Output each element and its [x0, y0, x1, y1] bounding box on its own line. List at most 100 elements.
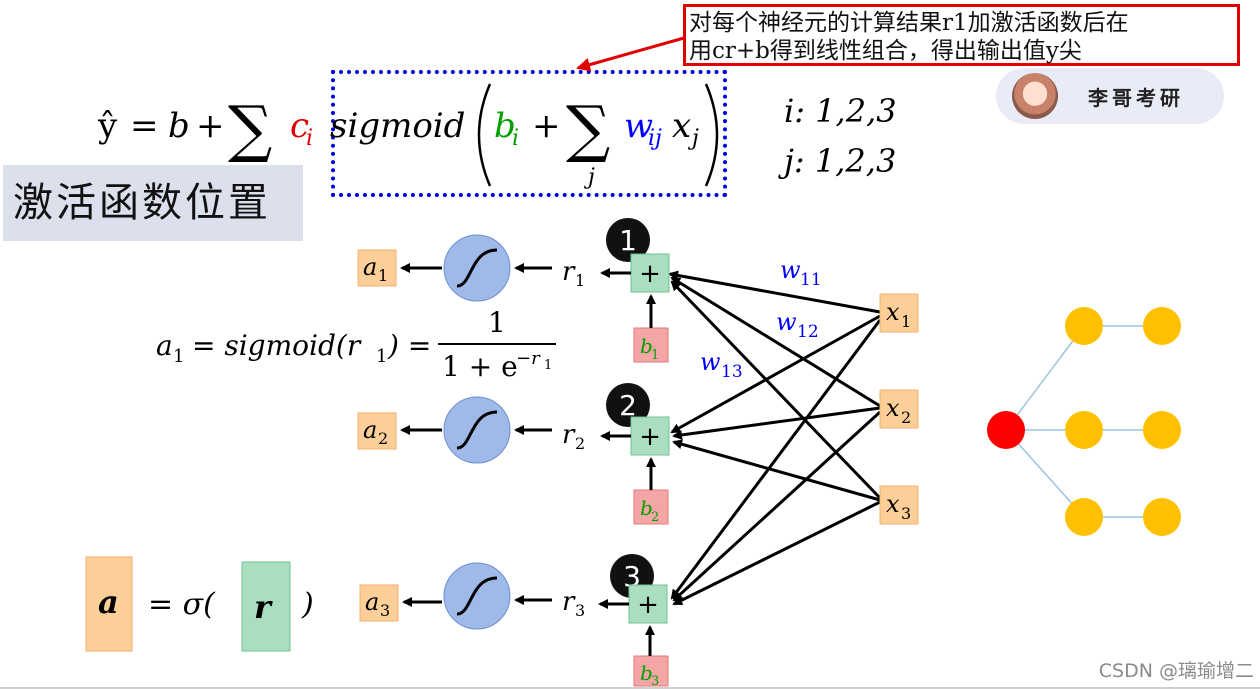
tree-node [1065, 307, 1103, 345]
neuron-2-bias: b [640, 496, 653, 520]
weight-w13: w [700, 348, 721, 376]
sigmoid-formula: a 1 = sigmoid(r 1 ) = 1 1 + e −r 1 [156, 306, 556, 383]
input-box-x2 [879, 389, 919, 429]
formula-sum-sub-j: j [583, 165, 595, 190]
conn-x2-n3 [672, 410, 882, 602]
formula-sigmoid: sigmoid [330, 106, 465, 146]
formula-plus-2: + [532, 106, 561, 146]
neuron-1-bias: b [640, 334, 653, 358]
sig-mid: = sigmoid(r [192, 329, 362, 362]
neuron-2-plus: + [639, 422, 661, 452]
neuron-3-sigmoid-curve [456, 576, 498, 616]
neuron-3-r-sub: 3 [575, 601, 585, 620]
neuron-2: 2 + b 2 r 2 a 2 [357, 383, 670, 525]
conn-x1-n2 [670, 314, 881, 434]
neuron-3-a-sub: 3 [380, 601, 390, 620]
formula-w-sub: ij [648, 126, 662, 151]
neuron-1-sigmoid-curve [456, 248, 498, 288]
formula-w: w [624, 106, 653, 146]
connections [668, 270, 882, 606]
input-box-x1 [879, 293, 919, 333]
neuron-1-bias-sub: 1 [651, 348, 659, 363]
conn-x3-n1 [670, 280, 882, 500]
neuron-2-output-box [357, 412, 397, 450]
neuron-2-badge: 2 [619, 389, 637, 422]
vector-a-box [85, 556, 133, 652]
neuron-1-sigmoid [443, 234, 511, 302]
formula-c-sub: i [306, 126, 313, 151]
weight-w12: w [776, 308, 797, 336]
sig-exp: −r [516, 348, 541, 369]
range-i: i: 1,2,3 [784, 92, 897, 130]
neuron-3-bias: b [640, 661, 653, 685]
tree-diagram [987, 307, 1181, 536]
annotation-line-2: 用cr+b得到线性组合，得出输出值y尖 [689, 38, 1082, 64]
input-x1-sub: 1 [901, 312, 911, 331]
range-j: j: 1,2,3 [778, 142, 896, 180]
neuron-3-bias-sub: 3 [651, 674, 659, 689]
weight-w11: w [780, 256, 801, 284]
neuron-2-sigmoid-curve [456, 410, 498, 450]
conn-x3-n3 [672, 500, 881, 606]
neuron-3-sum-box [628, 584, 668, 624]
conn-x1-n1 [668, 270, 881, 314]
vector-eq: = σ( [148, 587, 216, 622]
neuron-3-a: a [365, 588, 379, 616]
formula-x: x [672, 106, 691, 146]
tree-edge-bottom [1005, 429, 1085, 518]
formula-yhat: ŷ [97, 106, 118, 146]
neuron-2-sigmoid [443, 396, 511, 464]
weight-labels: w 11 w 12 w 13 [700, 256, 822, 382]
neuron-1-r-sub: 1 [575, 271, 585, 290]
pointer-arrow [576, 36, 685, 72]
tree-node [1065, 498, 1103, 536]
neuron-2-r: r [562, 420, 576, 450]
neuron-2-a-sub: 2 [378, 429, 388, 448]
weight-w11-sub: 11 [800, 270, 822, 290]
formula-paren-open [477, 83, 492, 187]
neuron-3-bias-box [633, 655, 669, 687]
formula-sum-inner: ∑ [566, 92, 610, 165]
weight-w12-sub: 12 [797, 322, 819, 342]
neuron-3: 3 + b 3 r 3 a 3 [359, 554, 669, 689]
annotation-line-1: 对每个神经元的计算结果r1加激活函数后在 [689, 10, 1129, 36]
neuron-2-bias-sub: 2 [651, 510, 659, 525]
formula-bi-sub: i [512, 126, 519, 151]
formula-paren-close [704, 83, 719, 187]
neuron-1-badge-circle [606, 218, 650, 262]
neuron-1-r: r [562, 257, 576, 287]
formula-eq: = [130, 106, 159, 146]
formula-plus-1: + [196, 106, 225, 146]
neuron-2-r-sub: 2 [575, 434, 585, 453]
conn-x3-n2 [672, 439, 881, 502]
annotation-note: 对每个神经元的计算结果r1加激活函数后在 用cr+b得到线性组合，得出输出值y尖 [683, 4, 1240, 66]
brand-badge: 李哥考研 [996, 68, 1224, 124]
conn-x1-n3 [670, 319, 882, 600]
input-x1: x [886, 298, 900, 326]
avatar [1012, 73, 1058, 119]
vector-r-box [241, 561, 291, 652]
neuron-1-a: a [363, 253, 377, 281]
formula-highlight-box [331, 70, 727, 197]
input-x3: x [886, 490, 900, 518]
conn-x2-n2 [672, 406, 881, 440]
conn-x2-n1 [670, 276, 881, 408]
sig-lhs: a [156, 329, 173, 362]
neuron-3-sigmoid [443, 562, 511, 630]
sig-numerator: 1 [488, 306, 506, 339]
sig-denominator: 1 + e [442, 350, 518, 383]
input-box-x3 [879, 485, 919, 525]
watermark: CSDN @璃瑜增二 [1098, 660, 1254, 682]
formula-c: c [290, 106, 309, 146]
tree-node [1143, 498, 1181, 536]
sig-exp-sub: 1 [544, 358, 552, 373]
vector-a: a [98, 583, 119, 621]
input-nodes: x 1 x 2 x 3 [879, 293, 919, 525]
input-x2-sub: 2 [901, 408, 911, 427]
tree-node [1065, 411, 1103, 449]
neuron-2-badge-circle [606, 383, 650, 427]
formula-sum-outer: ∑ [228, 92, 272, 165]
section-label: 激活函数位置 [3, 165, 303, 241]
vector-close: ) [301, 587, 314, 622]
